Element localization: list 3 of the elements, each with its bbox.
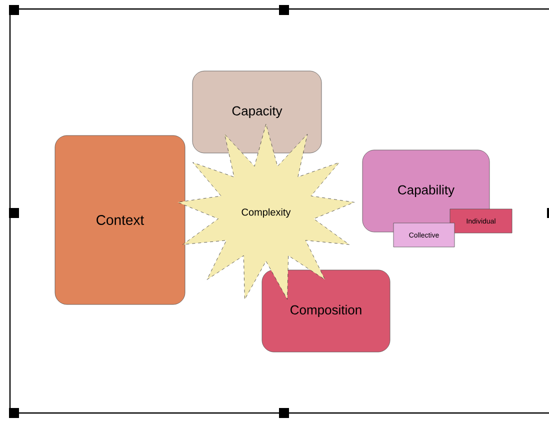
- rounded-box: Composition: [262, 270, 390, 352]
- rounded-box: Context: [54, 135, 186, 305]
- rounded-box: Capacity: [192, 70, 322, 154]
